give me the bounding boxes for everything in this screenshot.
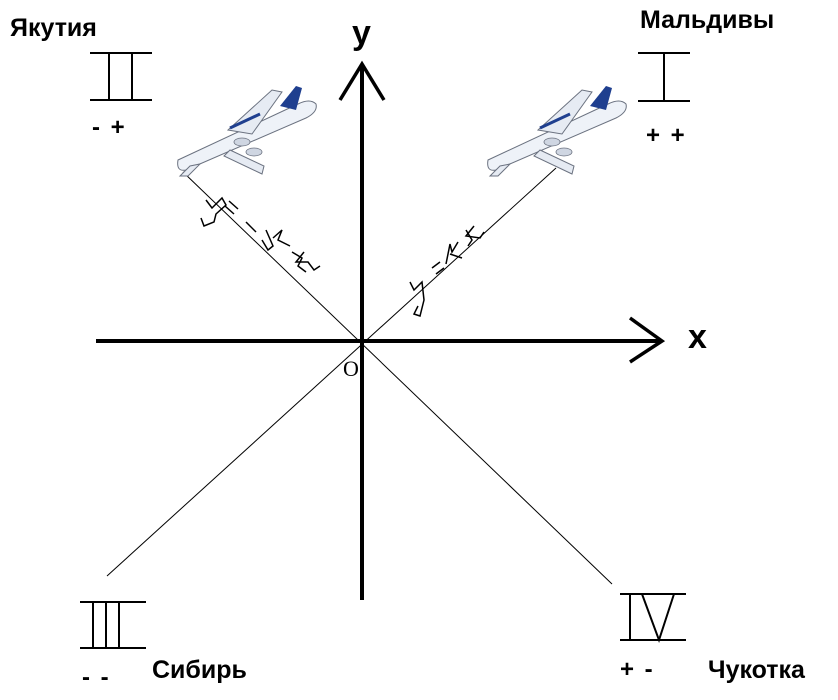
airplane-icon [177,86,317,177]
signs-quadrant-3: - - [82,664,111,691]
signs-quadrant-1: + + [646,122,687,149]
airplane-icon [487,86,627,177]
x-axis-arrow [628,316,666,364]
region-label-quadrant-2: Якутия [10,14,97,42]
signs-quadrant-4: + - [620,656,655,683]
numeral-III [80,601,146,649]
y-axis-label: y [352,14,371,52]
numeral-IV [620,593,686,644]
numeral-II [90,52,152,101]
origin-label: O [343,356,359,381]
x-axis-label: x [688,318,707,356]
line-y-kx [106,167,557,577]
region-label-quadrant-3: Сибирь [152,656,247,684]
numeral-I [638,52,690,102]
y-axis-arrow [338,60,386,101]
formula-y-neg-kx [200,196,321,273]
formula-y-kx [409,225,485,317]
region-label-quadrant-4: Чукотка [708,656,805,684]
signs-quadrant-2: - + [92,114,127,141]
region-label-quadrant-1: Мальдивы [640,6,775,34]
line-y-neg-kx [182,171,613,585]
